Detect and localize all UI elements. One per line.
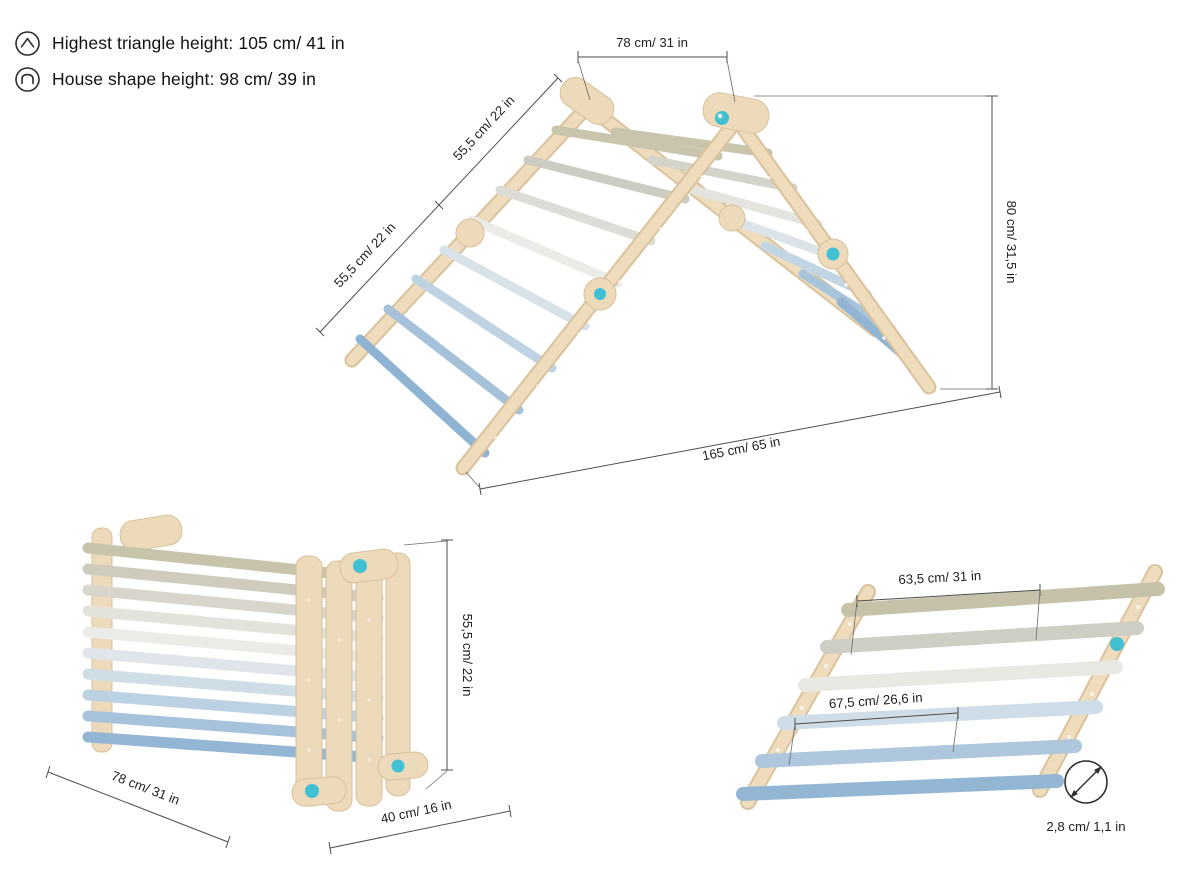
left-panel-rungs	[355, 125, 723, 458]
dimension-closeup-outer: 63,5 cm/ 31 in	[850, 568, 1041, 656]
assembled-view: 78 cm/ 31 in 55,5 cm/ 22 in 55,5 cm/ 22 …	[315, 35, 1019, 496]
hinge-knob	[353, 559, 367, 573]
dimension-top-width: 78 cm/ 31 in	[577, 35, 736, 103]
rung	[798, 660, 1123, 692]
dimension-height: 80 cm/ 31,5 in	[754, 95, 1019, 390]
rung	[467, 215, 623, 288]
dimension-base-length: 165 cm/ 65 in	[465, 385, 1002, 496]
rung	[551, 125, 723, 161]
rung	[755, 739, 1082, 768]
rung	[841, 582, 1165, 617]
dim-top-width-label: 78 cm/ 31 in	[616, 35, 688, 50]
mid-hinge-plate	[718, 204, 746, 232]
screws	[776, 605, 1140, 752]
hinge-knob	[715, 111, 729, 125]
hinge-knob	[594, 288, 606, 300]
apex-hinge-plate-front	[702, 92, 770, 134]
dim-ladder-upper-label: 55,5 cm/ 22 in	[450, 93, 517, 164]
dim-folded-height-label: 55,5 cm/ 22 in	[460, 614, 475, 697]
hinge-knob	[826, 247, 840, 261]
dim-folded-depth-label: 40 cm/ 16 in	[379, 797, 452, 827]
hinge-knob	[1110, 637, 1124, 651]
dimension-folded-width: 78 cm/ 31 in	[45, 765, 231, 849]
closeup-rungs	[736, 582, 1165, 801]
folded-top-left-plate	[119, 514, 183, 551]
rung	[495, 185, 656, 246]
dim-ladder-lower-label: 55,5 cm/ 22 in	[331, 220, 398, 291]
screws	[307, 598, 371, 762]
dimension-folded-height: 55,5 cm/ 22 in	[403, 539, 475, 790]
house-shape-icon	[15, 67, 40, 92]
rung	[411, 274, 557, 373]
mid-hinge-plate	[455, 218, 485, 248]
rung	[439, 245, 590, 331]
folded-top-right-plate	[339, 548, 399, 584]
hinge-knob	[305, 784, 319, 798]
closeup-rail-right	[1032, 564, 1163, 798]
legend-label-triangle-height: Highest triangle height: 105 cm/ 41 in	[52, 33, 345, 53]
legend: Highest triangle height: 105 cm/ 41 in H…	[14, 30, 345, 102]
folded-bottom-plate	[291, 776, 347, 807]
legend-label-house-height: House shape height: 98 cm/ 39 in	[52, 69, 316, 89]
apex-hinge-plate-back	[559, 77, 615, 125]
legend-row-house-height: House shape height: 98 cm/ 39 in	[14, 66, 345, 93]
closeup-view: 63,5 cm/ 31 in 67,5 cm/ 26,6 in 2,8 cm/ …	[736, 564, 1165, 834]
dim-base-label: 165 cm/ 65 in	[701, 434, 782, 464]
triangle-icon	[15, 31, 40, 56]
dimension-folded-depth: 40 cm/ 16 in	[328, 797, 512, 855]
rung	[523, 155, 690, 204]
dim-closeup-outer-label: 63,5 cm/ 31 in	[898, 568, 982, 587]
dim-closeup-inner-label: 67,5 cm/ 26,6 in	[828, 690, 923, 712]
rung	[383, 304, 524, 415]
hinge-knob	[391, 759, 405, 773]
dim-rung-diameter-label: 2,8 cm/ 1,1 in	[1046, 819, 1125, 834]
dim-height-label: 80 cm/ 31,5 in	[1004, 201, 1019, 284]
folded-front-slats	[295, 552, 411, 812]
rung	[647, 155, 798, 193]
rung	[685, 184, 823, 229]
folded-view: 55,5 cm/ 22 in 78 cm/ 31 in 40 cm/ 16 in	[45, 514, 512, 855]
hinge-knob-highlight	[717, 113, 723, 119]
legend-row-triangle-height: Highest triangle height: 105 cm/ 41 in	[14, 30, 345, 57]
rung	[820, 621, 1144, 654]
rung	[736, 774, 1064, 801]
dim-folded-width-label: 78 cm/ 31 in	[109, 768, 181, 808]
diameter-icon	[1064, 760, 1108, 804]
rung	[777, 700, 1103, 730]
rung	[610, 127, 773, 158]
rung	[355, 334, 490, 458]
screws	[494, 175, 886, 440]
dimension-closeup-inner: 67,5 cm/ 26,6 in	[788, 690, 959, 766]
